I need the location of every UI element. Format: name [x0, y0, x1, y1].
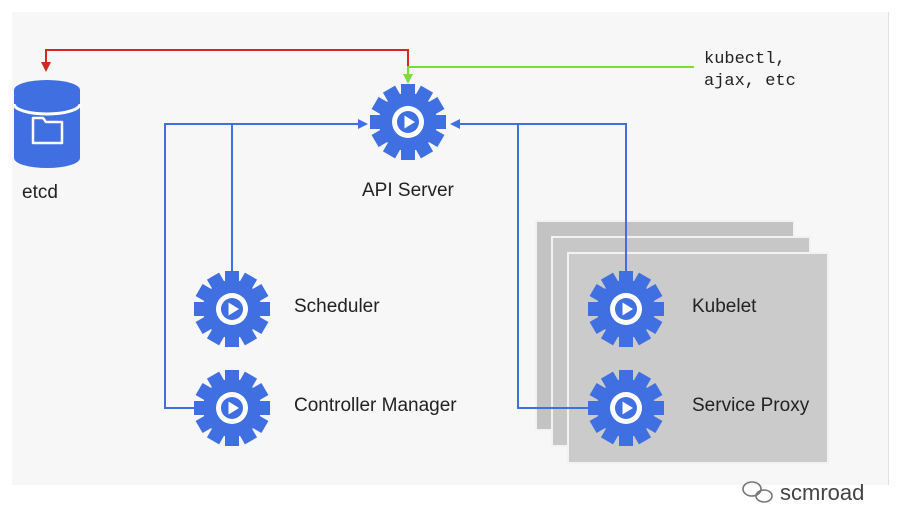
node-panels — [535, 220, 829, 464]
kubelet-connector — [450, 119, 627, 272]
database-folder-icon — [12, 80, 82, 168]
api-server-label: API Server — [362, 180, 455, 201]
clients-label-line1: kubectl, — [704, 50, 786, 69]
gear-play-icon — [194, 370, 270, 446]
controller-manager-connector — [164, 123, 232, 409]
watermark-text: scmroad — [780, 480, 864, 505]
client-connector — [403, 66, 694, 84]
service-proxy-connector — [517, 124, 590, 409]
kubelet-label: Kubelet — [692, 296, 757, 317]
service-proxy-label: Service Proxy — [692, 395, 810, 416]
gear-play-icon — [370, 84, 446, 160]
etcd-connector — [41, 49, 409, 74]
clients-label-line2: ajax, etc — [704, 72, 796, 91]
controller-manager-label: Controller Manager — [294, 395, 457, 416]
scheduler-label: Scheduler — [294, 296, 380, 317]
wechat-icon — [742, 481, 773, 503]
scheduler-connector — [231, 119, 368, 272]
gear-play-icon — [194, 271, 270, 347]
connectors — [41, 49, 694, 409]
etcd-label: etcd — [22, 182, 58, 203]
